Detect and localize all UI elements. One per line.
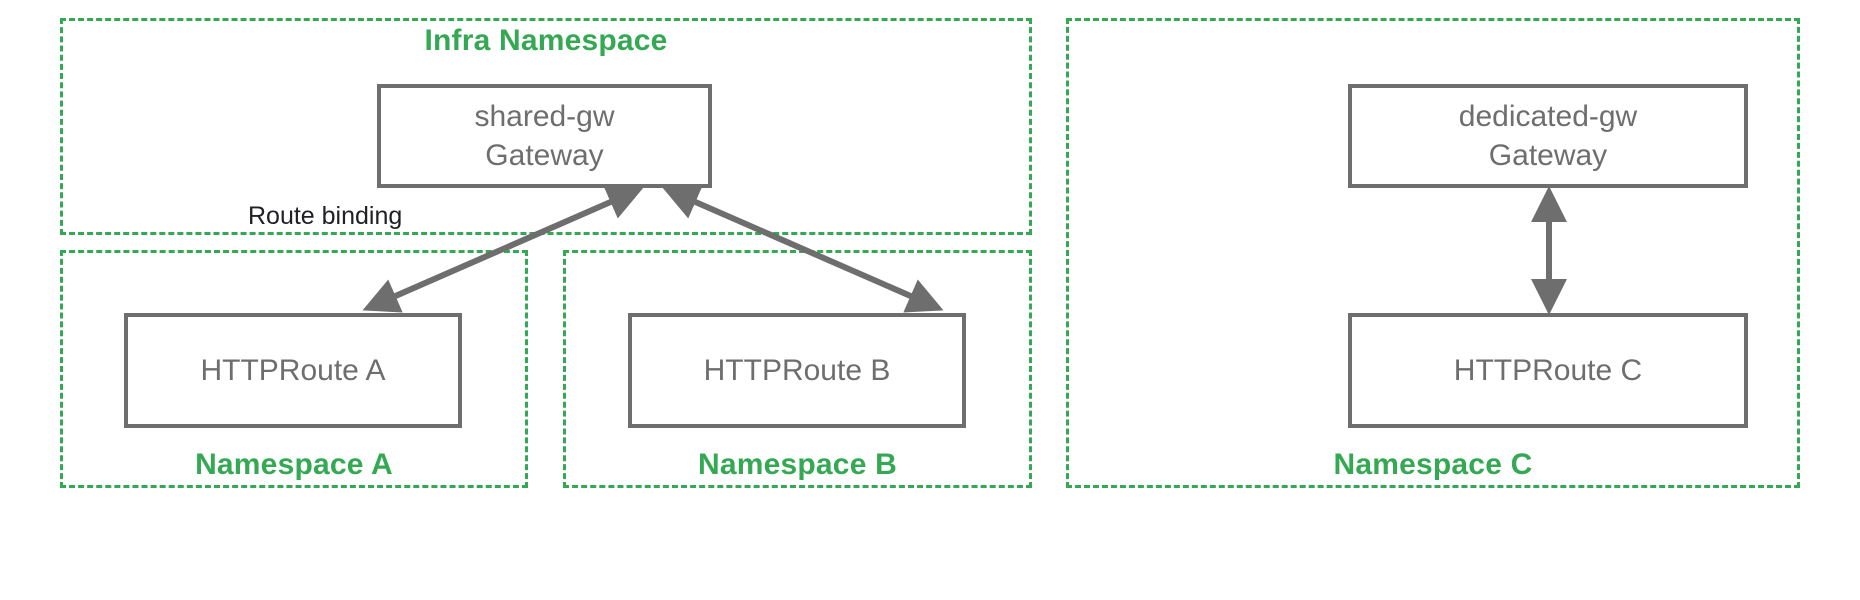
node-shared-gw-gateway[interactable]: shared-gw Gateway bbox=[377, 84, 712, 188]
node-dedicated-gw-gateway-label: dedicated-gw Gateway bbox=[1458, 100, 1638, 172]
namespace-label-infra: Infra Namespace bbox=[424, 24, 668, 57]
namespace-label-c: Namespace C bbox=[1333, 448, 1533, 481]
node-httproute-a[interactable]: HTTPRoute A bbox=[124, 313, 462, 428]
namespace-boundary-a bbox=[60, 250, 528, 488]
node-dedicated-gw-gateway[interactable]: dedicated-gw Gateway bbox=[1348, 84, 1748, 188]
node-httproute-b[interactable]: HTTPRoute B bbox=[628, 313, 966, 428]
node-httproute-b-label: HTTPRoute B bbox=[703, 354, 891, 387]
namespace-boundary-c bbox=[1066, 18, 1800, 488]
node-httproute-a-label: HTTPRoute A bbox=[200, 354, 386, 387]
node-shared-gw-gateway-label: shared-gw Gateway bbox=[474, 100, 615, 172]
namespace-label-b: Namespace B bbox=[698, 448, 897, 481]
node-httproute-c[interactable]: HTTPRoute C bbox=[1348, 313, 1748, 428]
namespace-label-a: Namespace A bbox=[195, 448, 393, 481]
node-httproute-c-label: HTTPRoute C bbox=[1453, 354, 1643, 387]
edge-label-route-binding: Route binding bbox=[248, 202, 403, 230]
